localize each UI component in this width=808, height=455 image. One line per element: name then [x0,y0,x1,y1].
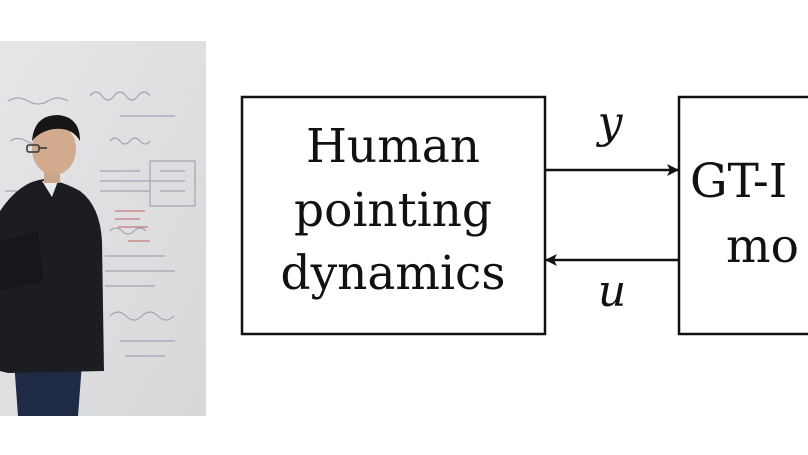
human-dynamics-block [240,95,547,336]
human-dynamics-label-line-3: dynamics [281,246,506,301]
forward-signal-label: y [596,97,624,148]
human-dynamics-label-line-1: Human [306,119,480,174]
presenter [0,115,104,416]
presenter-photo [0,41,206,416]
gt-model-label-line-2: mo [726,219,799,274]
human-dynamics-label-line-2: pointing [294,183,492,238]
whiteboard-red-marks [115,210,150,242]
gt-model-block [677,95,808,336]
gt-model-label-line-1: GT-I [690,154,787,209]
feedback-signal-label: u [598,266,626,317]
